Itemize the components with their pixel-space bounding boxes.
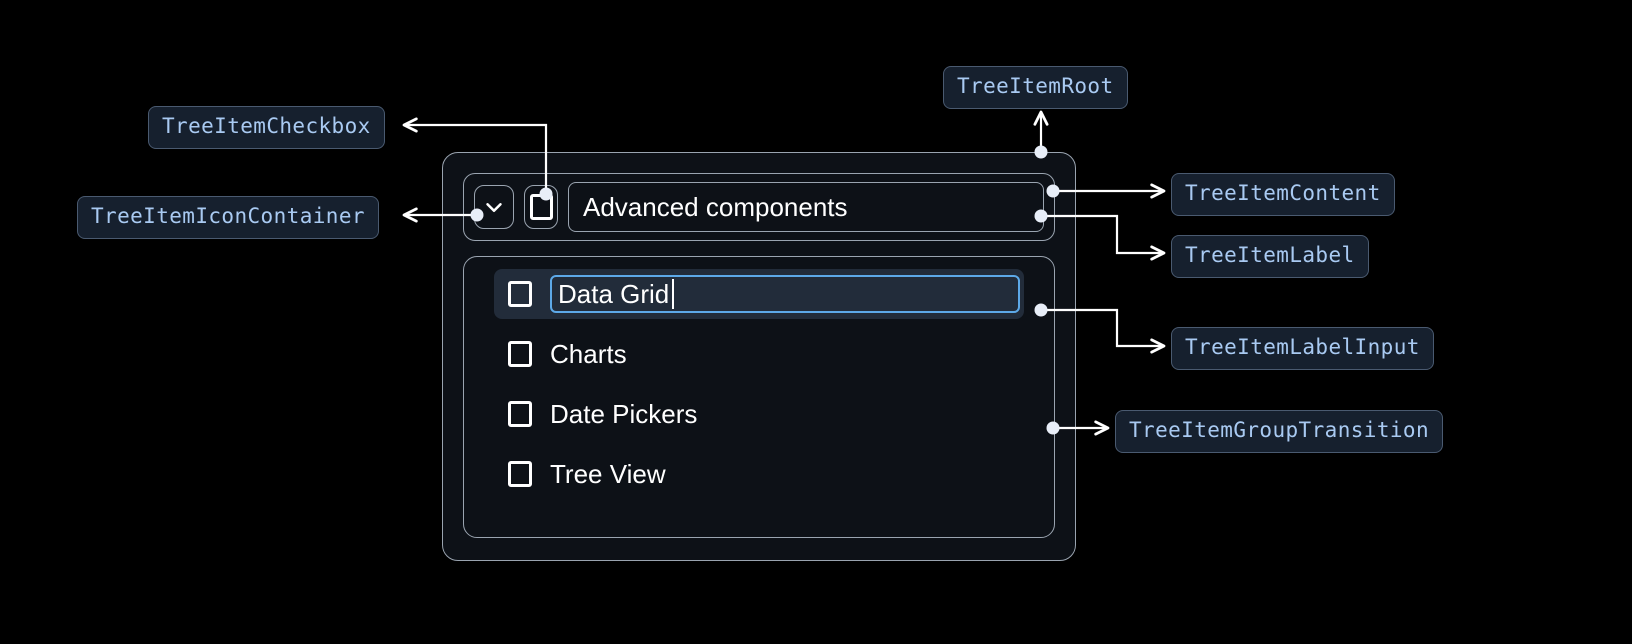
annotation-tree-item-group-transition: TreeItemGroupTransition [1115,410,1443,453]
annotation-tree-item-label: TreeItemLabel [1171,235,1369,278]
tree-item-label-text: Charts [550,338,627,369]
annotation-tree-item-label-input: TreeItemLabelInput [1171,327,1434,370]
tree-item-row[interactable]: Date Pickers [494,389,1024,439]
annotation-label: TreeItemContent [1185,181,1381,205]
annotation-label: TreeItemRoot [957,74,1114,98]
annotation-tree-item-root: TreeItemRoot [943,66,1128,109]
text-caret [672,279,675,309]
tree-item-label-input-value: Data Grid [558,278,670,309]
tree-item-row[interactable]: Data Grid [494,269,1024,319]
tree-item-root[interactable]: Advanced components Data Grid Charts Dat… [442,152,1076,561]
tree-item-row[interactable]: Charts [494,329,1024,379]
tree-item-row[interactable]: Tree View [494,449,1024,499]
checkbox-box-icon[interactable] [508,341,532,367]
annotation-label: TreeItemCheckbox [162,114,371,138]
tree-item-label-text: Date Pickers [550,398,698,429]
checkbox-box-icon[interactable] [508,401,532,427]
annotation-label: TreeItemIconContainer [91,204,365,228]
chevron-down-icon [481,194,507,220]
tree-item-group-transition: Data Grid Charts Date Pickers Tree View [463,256,1055,538]
tree-item-checkbox[interactable] [524,185,558,229]
annotation-label: TreeItemLabelInput [1185,335,1420,359]
tree-item-label[interactable]: Advanced components [568,182,1044,232]
tree-item-content[interactable]: Advanced components [463,173,1055,241]
annotation-tree-item-checkbox: TreeItemCheckbox [148,106,385,149]
checkbox-box-icon [529,194,553,220]
annotation-tree-item-icon-container: TreeItemIconContainer [77,196,379,239]
tree-item-label-input[interactable]: Data Grid [550,275,1020,313]
checkbox-box-icon[interactable] [508,461,532,487]
annotation-tree-item-content: TreeItemContent [1171,173,1395,216]
tree-item-label-text: Tree View [550,458,666,489]
tree-item-label-text: Advanced components [583,191,848,222]
annotation-label: TreeItemGroupTransition [1129,418,1429,442]
tree-item-icon-container[interactable] [474,185,514,229]
annotation-label: TreeItemLabel [1185,243,1355,267]
checkbox-box-icon[interactable] [508,281,532,307]
